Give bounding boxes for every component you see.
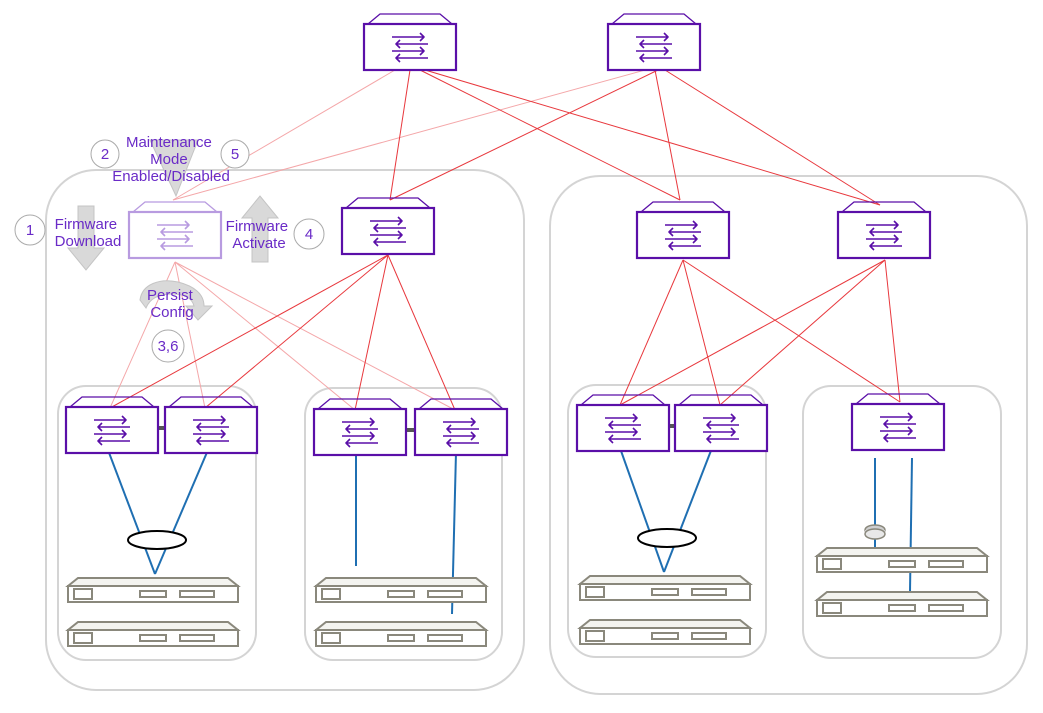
disk-icon: [864, 524, 886, 540]
server-icon: [579, 619, 751, 645]
switches: [64, 12, 946, 457]
tor-switch-3b: [673, 393, 769, 453]
arrow-up-icon: [240, 195, 280, 263]
maintenance-mode-label: Maintenance Mode Enabled/Disabled: [112, 134, 230, 185]
step-4: 4: [293, 218, 325, 250]
leaf-switch-4: [836, 200, 932, 260]
firmware-download-label: Firmware Download: [55, 216, 122, 250]
step-1-number: 1: [26, 222, 34, 239]
step-3-6: 3,6: [151, 329, 185, 363]
tor-switch-2a: [312, 397, 408, 457]
spine-switch-1: [362, 12, 458, 72]
lag-ellipse-icon: [637, 528, 697, 548]
step-5: 5: [220, 139, 250, 169]
lag-ellipse-icon: [127, 530, 187, 550]
step-5-number: 5: [231, 146, 239, 163]
arrow-down-icon: [66, 205, 106, 271]
servers: [67, 547, 988, 647]
spine-switch-2: [606, 12, 702, 72]
right-pod: [549, 175, 1028, 695]
step-2: 2: [90, 139, 120, 169]
spine-leaf-links: [172, 69, 881, 206]
server-icon: [816, 591, 988, 617]
rack-3: [567, 384, 767, 658]
tor-switch-2b: [413, 397, 509, 457]
tor-switch-1a: [64, 395, 160, 455]
left-pod: [45, 169, 525, 691]
leaf-switch-2: [340, 196, 436, 256]
step-3-6-number: 3,6: [158, 338, 179, 355]
rack-2: [304, 387, 503, 661]
step-1: 1: [14, 214, 46, 246]
maintenance-arrow-icon: [149, 139, 199, 198]
rack-4: [802, 385, 1002, 659]
tor-switch-4: [850, 392, 946, 452]
group-containers: [45, 169, 1028, 695]
host-links: [107, 447, 913, 615]
persist-config-label: Persist Config: [147, 287, 197, 321]
server-icon: [315, 577, 487, 603]
server-icon: [67, 577, 239, 603]
server-icon: [816, 547, 988, 573]
server-icon: [315, 621, 487, 647]
firmware-activate-label: Firmware Activate: [226, 218, 293, 252]
leaf-switch-maintenance: [127, 200, 223, 260]
server-icon: [579, 575, 751, 601]
rack-1: [57, 385, 257, 661]
curved-arrow-icon: [139, 280, 214, 321]
server-icon: [67, 621, 239, 647]
leaf-switch-3: [635, 200, 731, 260]
tor-switch-1b: [163, 395, 259, 455]
step-2-number: 2: [101, 146, 109, 163]
step-4-number: 4: [305, 226, 313, 243]
